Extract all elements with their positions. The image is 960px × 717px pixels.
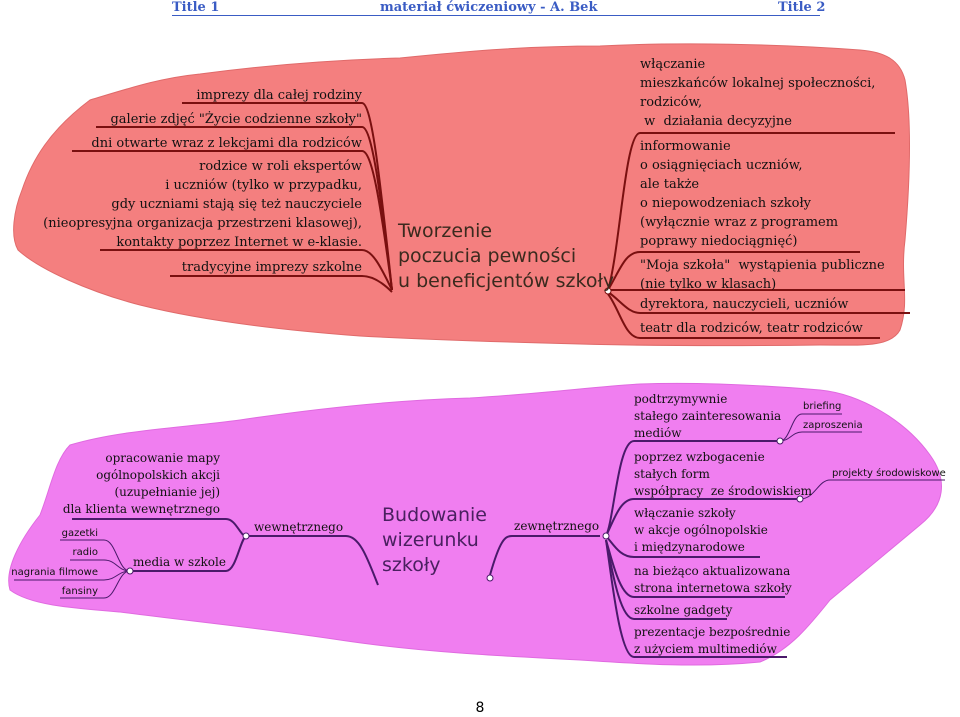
map1-left-node-2-line-1: galerie zdjęć "Życie codzienne szkoły"	[110, 112, 362, 127]
map2-node-dot-media-sub	[776, 437, 784, 445]
map2-external-node-5: szkolne gadgety	[634, 602, 732, 619]
map1-right-node-2-line-1: informowanie	[640, 139, 731, 154]
map1-right-node-3: "Moja szkoła" wystąpienia publiczne (nie…	[640, 256, 885, 294]
map2-media-item-2: radio	[72, 547, 98, 558]
map2-media-item-3: nagrania filmowe	[11, 567, 98, 578]
map2-external-node-3: włączanie szkoły w akcje ogólnopolskie i…	[634, 505, 768, 556]
map2-center-line-2: wizerunku	[382, 529, 479, 551]
map2-external-node-1-line-2: stałego zainteresowania	[634, 409, 782, 423]
map2-internal-node-1: opracowanie mapy ogólnopolskich akcji (u…	[40, 450, 220, 518]
map1-right-node-1-line-4: w działania decyzyjne	[640, 114, 792, 129]
map2-media-sub-item-1: briefing	[803, 401, 842, 412]
map2-node-dot-media	[126, 567, 134, 575]
map2-cloud-shape	[8, 382, 942, 666]
map1-center-line-2: poczucia pewności	[398, 245, 577, 267]
map1-right-node-2-line-2: o osiągnięciach uczniów,	[640, 158, 803, 173]
map1-left-node-3: dni otwarte wraz z lekcjami dla rodziców	[40, 134, 362, 153]
map1-center-title: Tworzenie poczucia pewności u beneficjen…	[398, 219, 614, 294]
map2-branch-external: zewnętrznego	[514, 519, 600, 533]
map2-internal-node-1-line-1: opracowanie mapy	[105, 451, 220, 465]
map2-internal-node-1-line-3: (uzupełnianie jej)	[114, 485, 220, 499]
map2-media-label: media w szkole	[133, 555, 226, 569]
map1-right-node-1: włączanie mieszkańców lokalnej społeczno…	[640, 55, 875, 131]
map2-external-node-6-line-1: prezentacje bezpośrednie	[634, 625, 791, 639]
map1-cloud-shape	[13, 43, 911, 347]
map2-center-title: Budowanie wizerunku szkoły	[382, 503, 487, 578]
map2-node-dot-left	[242, 532, 250, 540]
map1-right-node-1-line-1: włączanie	[640, 57, 706, 72]
map2-node-dot-right	[602, 532, 610, 540]
map2-external-node-4-line-1: na bieżąco aktualizowana	[634, 564, 791, 578]
header-title-right: Title 2	[778, 0, 826, 15]
map1-left-node-4-line-3: gdy uczniami stają się też nauczyciele	[111, 197, 362, 212]
map1-right-node-2-line-5: (wyłącznie wraz z programem	[640, 215, 839, 230]
map1-right-node-2-line-3: ale także	[640, 177, 700, 192]
map1-left-node-1-line-1: imprezy dla całej rodziny	[196, 88, 362, 103]
map2-media-item-4: fansiny	[61, 586, 98, 597]
map2-media-item-1: gazetki	[61, 528, 98, 539]
map1-right-node-3-line-1: "Moja szkoła" wystąpienia publiczne	[640, 258, 885, 273]
map2-external-node-1-line-3: mediów	[634, 426, 682, 440]
map2-external-node-3-line-1: włączanie szkoły	[634, 506, 736, 520]
map2-external-node-3-line-2: w akcje ogólnopolskie	[634, 523, 768, 537]
map1-right-node-2-line-6: poprawy niedociągnięć)	[640, 234, 798, 249]
map2-external-node-1: podtrzymywnie stałego zainteresowania me…	[634, 391, 781, 442]
map1-left-node-5: tradycyjne imprezy szkolne	[150, 258, 362, 277]
map1-connectors	[72, 102, 910, 339]
page-number: 8	[475, 700, 485, 716]
map2-external-node-2-line-3: współpracy ze środowiskiem	[634, 484, 813, 498]
map1-left-node-2: galerie zdjęć "Życie codzienne szkoły"	[60, 110, 362, 129]
map1-right-node-3-line-2: (nie tylko w klasach)	[640, 277, 777, 292]
map1-right-node-2-line-4: o niepowodzeniach szkoły	[640, 196, 811, 211]
map1-left-node-1: imprezy dla całej rodziny	[150, 86, 362, 105]
map1-center-line-1: Tworzenie	[398, 220, 493, 242]
map1-right-node-1-line-2: mieszkańców lokalnej społeczności,	[640, 76, 876, 91]
map2-external-node-3-line-3: i międzynarodowe	[634, 540, 745, 554]
map1-right-node-5-line-1: teatr dla rodziców, teatr rodziców	[640, 321, 863, 336]
map2-center-line-1: Budowanie	[382, 504, 487, 526]
map1-center-line-3: u beneficjentów szkoły	[398, 270, 615, 292]
map2-external-node-5-line-1: szkolne gadgety	[634, 603, 733, 617]
map2-internal-node-1-line-4: dla klienta wewnętrznego	[62, 502, 220, 516]
map2-external-node-4: na bieżąco aktualizowana strona internet…	[634, 563, 792, 597]
map1-right-node-4-line-1: dyrektora, nauczycieli, uczniów	[640, 297, 849, 312]
map2-node-dot-center	[486, 574, 494, 582]
map1-left-node-4: rodzice w roli ekspertów i uczniów (tylk…	[10, 157, 362, 252]
map2-center-line-3: szkoły	[382, 554, 441, 576]
map2-external-node-2: poprzez wzbogacenie stałych form współpr…	[634, 449, 812, 500]
map2-node-dot-forms-sub	[796, 495, 804, 503]
map1-right-node-5: teatr dla rodziców, teatr rodziców	[640, 319, 863, 338]
map1-left-node-4-line-4: (nieopresyjna organizacja przestrzeni kl…	[43, 216, 362, 231]
map1-left-node-5-line-1: tradycyjne imprezy szkolne	[181, 260, 362, 275]
header-underline	[172, 15, 820, 16]
map2-external-node-6: prezentacje bezpośrednie z użyciem multi…	[634, 624, 790, 658]
map2-external-node-2-line-2: stałych form	[634, 467, 710, 481]
map2-media-sub-item-2: zaproszenia	[803, 420, 863, 431]
map1-right-node-1-line-3: rodziców,	[640, 95, 703, 110]
map2-external-node-2-line-1: poprzez wzbogacenie	[634, 450, 765, 464]
map1-left-node-4-line-2: i uczniów (tylko w przypadku,	[165, 178, 362, 193]
map1-right-node-2: informowanie o osiągnięciach uczniów, al…	[640, 137, 838, 251]
map2-external-node-4-line-2: strona internetowa szkoły	[634, 581, 792, 595]
map2-forms-sub-item-1: projekty środowiskowe	[832, 468, 946, 479]
map1-left-node-4-line-5: kontakty poprzez Internet w e-klasie.	[116, 235, 362, 250]
map1-right-node-4: dyrektora, nauczycieli, uczniów	[640, 295, 848, 314]
map2-internal-node-1-line-2: ogólnopolskich akcji	[96, 468, 220, 482]
header-title-center: materiał ćwiczeniowy - A. Bek	[380, 0, 598, 15]
map1-left-node-3-line-1: dni otwarte wraz z lekcjami dla rodziców	[91, 136, 362, 151]
header-title-left: Title 1	[172, 0, 220, 15]
map2-external-node-6-line-2: z użyciem multimediów	[634, 642, 777, 656]
map2-branch-internal: wewnętrznego	[254, 520, 344, 534]
map1-left-node-4-line-1: rodzice w roli ekspertów	[199, 159, 362, 174]
map1-node-dot	[604, 287, 612, 295]
map2-external-node-1-line-1: podtrzymywnie	[634, 392, 728, 406]
